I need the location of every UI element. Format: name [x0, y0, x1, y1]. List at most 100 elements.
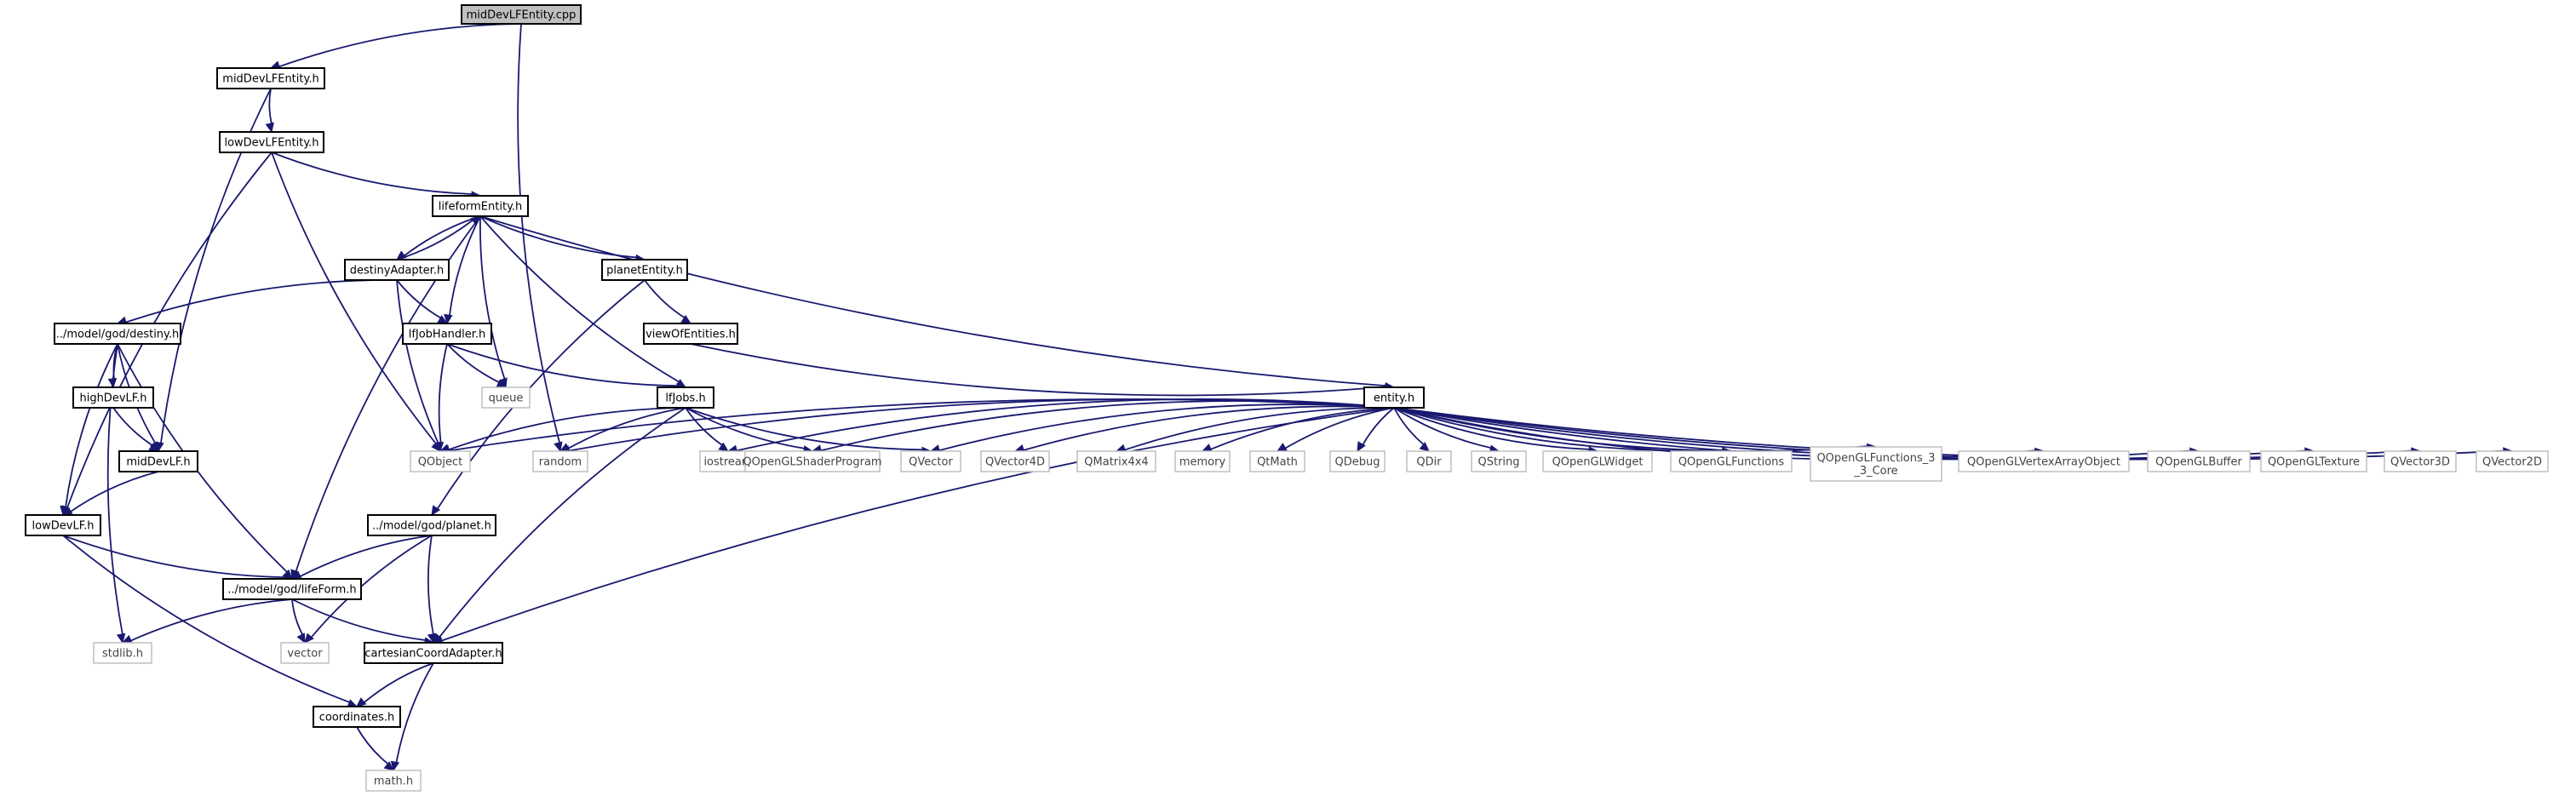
nodes-layer: midDevLFEntity.cpp midDevLFEntity.h lowDev…: [25, 4, 2549, 792]
node-box-QDir: [1406, 450, 1452, 472]
arrowhead-lifeForm-to-vector: [296, 632, 306, 644]
node-lowEnt[interactable]: lowDevLFEntity.h: [219, 131, 324, 153]
node-box-math: [365, 770, 422, 792]
node-label-memory: memory: [1179, 456, 1226, 469]
arrowhead-lifeform-to-lfJobH: [444, 313, 453, 325]
node-queue[interactable]: queue: [481, 386, 531, 409]
node-QString[interactable]: QString: [1471, 450, 1527, 472]
node-memory[interactable]: memory: [1174, 450, 1231, 472]
node-label-QtMath: QtMath: [1257, 456, 1298, 469]
node-destAd[interactable]: destinyAdapter.h: [344, 259, 450, 281]
node-QOGLTexture[interactable]: QOpenGLTexture: [2260, 450, 2367, 472]
node-cartesian[interactable]: cartesianCoordAdapter.h: [364, 642, 503, 664]
node-label-QOGLVAO: QOpenGLVertexArrayObject: [1967, 456, 2120, 469]
node-box-planetEnt: [601, 259, 688, 281]
node-label-midDevLF: midDevLF.h: [126, 456, 190, 469]
node-QOGLWidget[interactable]: QOpenGLWidget: [1542, 450, 1653, 472]
node-QObject[interactable]: QObject: [410, 450, 471, 472]
node-QOGLFunctions[interactable]: QOpenGLFunctions: [1670, 450, 1793, 472]
edge-entity-to-QVector: [938, 404, 1395, 451]
node-label-destAd: destinyAdapter.h: [350, 265, 444, 278]
node-box-QOGLBuffer: [2147, 450, 2251, 472]
node-box-queue: [481, 386, 531, 409]
node-label-random: random: [539, 456, 582, 469]
node-QOGLBuffer[interactable]: QOpenGLBuffer: [2147, 450, 2251, 472]
node-coords[interactable]: coordinates.h: [313, 706, 401, 728]
node-label-queue: queue: [489, 392, 524, 405]
node-lowDevLF[interactable]: lowDevLF.h: [25, 514, 101, 536]
node-box-vector: [280, 642, 330, 664]
node-QOGLVAO[interactable]: QOpenGLVertexArrayObject: [1958, 450, 2130, 472]
node-label-midEnt: midDevLFEntity.h: [222, 73, 318, 86]
node-stdlib[interactable]: stdlib.h: [93, 642, 152, 664]
node-box-midEnt: [216, 67, 325, 89]
edge-lfJobH-to-queue: [446, 343, 500, 383]
edge-lifeform-to-queue: [479, 215, 506, 380]
arrowhead-lfJobH-to-QObject: [434, 441, 445, 453]
edge-cartesian-to-coords: [364, 662, 434, 703]
node-planetEnt[interactable]: planetEntity.h: [601, 259, 688, 281]
node-box-QOGLVAO: [1958, 450, 2130, 472]
edge-lowEnt-to-lifeform: [271, 152, 473, 195]
edge-entity-to-QtMath: [1284, 407, 1395, 449]
edge-lfJobH-to-QObject: [438, 343, 448, 444]
edge-planetEnt-to-viewOf: [644, 279, 686, 318]
node-label-cartesian: cartesianCoordAdapter.h: [364, 648, 502, 661]
node-lifeform[interactable]: lifeformEntity.h: [432, 195, 529, 217]
node-QVector3D[interactable]: QVector3D: [2384, 450, 2457, 472]
edge-lfJobs-to-QOGLShaderProgram: [685, 407, 805, 449]
node-QDebug[interactable]: QDebug: [1329, 450, 1386, 472]
edge-planetH-to-vector: [310, 535, 433, 638]
node-QVector4D[interactable]: QVector4D: [980, 450, 1050, 472]
node-lfJobH[interactable]: lfJobHandler.h: [402, 323, 492, 345]
edge-lifeform-to-entity: [479, 215, 1386, 387]
edge-lifeform-to-planetEnt: [479, 215, 637, 259]
edge-entity-to-QString: [1393, 407, 1491, 449]
node-highDev[interactable]: highDevLF.h: [72, 386, 154, 409]
edge-lifeForm-to-cartesian: [291, 598, 426, 641]
edge-entity-to-cartesian: [441, 407, 1395, 642]
node-box-highDev: [72, 386, 154, 409]
node-planetH[interactable]: ../model/god/planet.h: [367, 514, 496, 536]
node-math[interactable]: math.h: [365, 770, 422, 792]
node-label-lfJobH: lfJobHandler.h: [409, 329, 486, 341]
node-QOGLShaderProgram[interactable]: QOpenGLShaderProgram: [743, 450, 882, 472]
node-label-QOGLShaderProgram: QOpenGLShaderProgram: [743, 456, 881, 469]
node-midEnt[interactable]: midDevLFEntity.h: [216, 67, 325, 89]
node-QVector[interactable]: QVector: [900, 450, 961, 472]
edge-entity-to-QOGLFunctions33: [1393, 407, 1868, 452]
node-destiny[interactable]: ../model/god/destiny.h: [54, 323, 181, 345]
edge-lifeform-to-lfJobs: [479, 215, 680, 383]
node-box-QOGLShaderProgram: [744, 450, 881, 472]
node-box-QOGLTexture: [2260, 450, 2367, 472]
node-QOGLFunctions33[interactable]: QOpenGLFunctions_3_3_Core: [1810, 446, 1942, 482]
edge-lfJobH-to-lfJobs: [446, 343, 678, 387]
node-vector[interactable]: vector: [280, 642, 330, 664]
node-midDevLF[interactable]: midDevLF.h: [118, 450, 198, 472]
node-QVector2D[interactable]: QVector2D: [2476, 450, 2549, 472]
node-viewOf[interactable]: viewOfEntities.h: [643, 323, 738, 345]
node-entity[interactable]: entity.h: [1363, 386, 1425, 409]
node-lfJobs[interactable]: lfJobs.h: [657, 386, 714, 409]
node-QMatrix4x4[interactable]: QMatrix4x4: [1076, 450, 1156, 472]
node-QtMath[interactable]: QtMath: [1249, 450, 1305, 472]
node-lifeForm[interactable]: ../model/god/lifeForm.h: [222, 578, 362, 600]
arrowhead-entity-to-QtMath: [1276, 443, 1288, 452]
node-label-QDir: QDir: [1416, 456, 1442, 469]
node-box-cartesian: [364, 642, 503, 664]
node-root[interactable]: midDevLFEntity.cpp: [461, 4, 582, 25]
node-label-QOGLWidget: QOpenGLWidget: [1552, 456, 1644, 469]
node-label-QOGLFunctions: QOpenGLFunctions: [1678, 456, 1785, 469]
node-QDir[interactable]: QDir: [1406, 450, 1452, 472]
node-random[interactable]: random: [532, 450, 588, 472]
node-label-vector: vector: [287, 648, 323, 661]
edge-planetEnt-to-planetH: [436, 279, 645, 510]
edge-entity-to-QOGLShaderProgram: [820, 400, 1395, 452]
edge-lfJobs-to-QObject: [448, 407, 686, 451]
node-label-viewOf: viewOfEntities.h: [645, 329, 736, 341]
node-box-QString: [1471, 450, 1527, 472]
edge-root-to-midEnt: [278, 23, 522, 68]
node-label-iostream: iostream: [703, 456, 752, 469]
node-label-QString: QString: [1477, 456, 1519, 469]
edge-lifeform-to-lfJobH: [449, 215, 481, 316]
